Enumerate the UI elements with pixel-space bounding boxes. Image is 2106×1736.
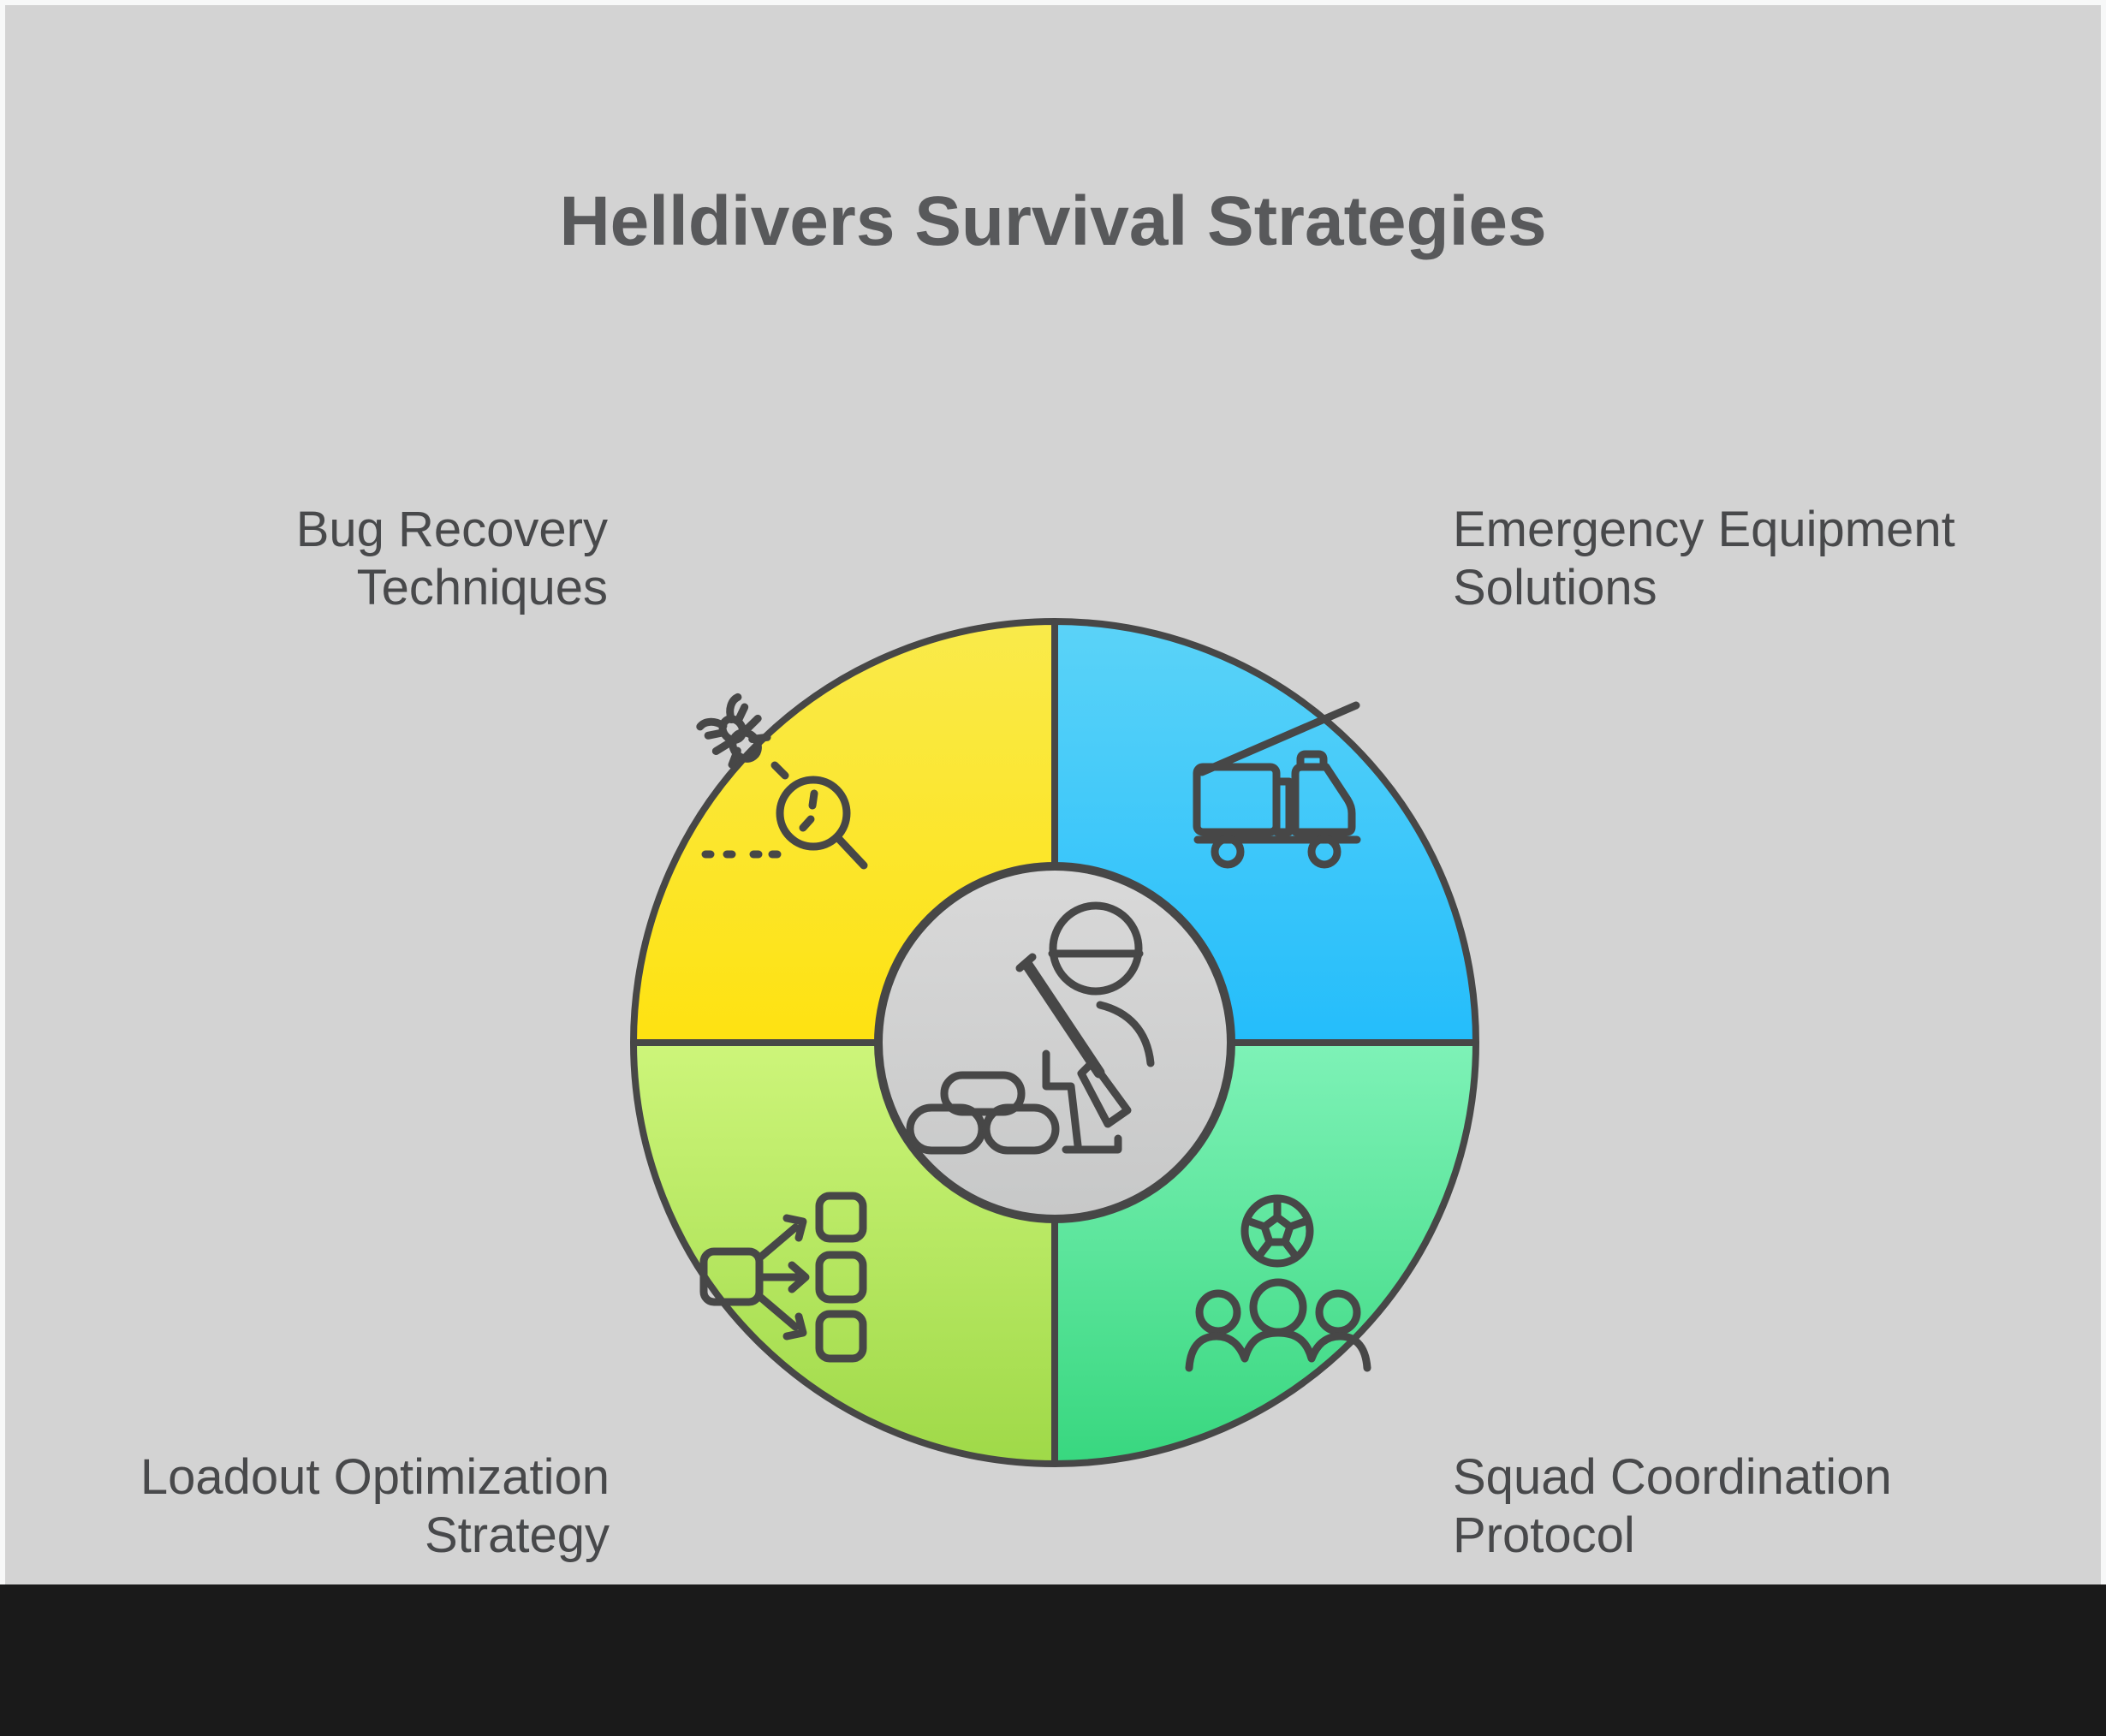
label-line: Strategy <box>425 1507 610 1563</box>
helmet <box>1049 901 1143 996</box>
soldier-back <box>1096 1001 1155 1067</box>
person-head <box>1315 1289 1361 1335</box>
child-node <box>815 1310 867 1363</box>
label-line: Protocol <box>1453 1507 1635 1563</box>
label-line: Emergency Equipment <box>1453 502 1955 557</box>
fire-truck-icon <box>1193 701 1361 869</box>
sandbag <box>906 1103 986 1155</box>
wheel <box>1211 835 1245 869</box>
label-line: Techniques <box>356 560 608 615</box>
truck-cab <box>1291 763 1356 836</box>
sandbag <box>940 1071 1026 1116</box>
label-squad-coordination-protocol: Squad Coordination Protocol <box>1453 1448 1892 1565</box>
magnifier-lens <box>776 776 851 851</box>
rifle-stock <box>1077 1058 1132 1128</box>
label-line: Bug Recovery <box>295 502 608 557</box>
child-node <box>815 1192 867 1243</box>
shoulders <box>1185 1329 1371 1372</box>
soldier-sandbags-icon <box>906 901 1155 1155</box>
rifle-muzzle <box>1015 953 1037 972</box>
person-head <box>1195 1289 1241 1335</box>
label-bug-recovery-techniques: Bug Recovery Techniques <box>296 501 608 617</box>
bug-glyph <box>696 693 771 769</box>
wheel <box>1307 835 1342 869</box>
child-node <box>815 1251 867 1304</box>
label-emergency-equipment-solutions: Emergency Equipment Solutions <box>1453 501 1955 617</box>
label-line: Solutions <box>1453 560 1657 615</box>
foot <box>1062 1134 1122 1154</box>
sandbag <box>982 1103 1060 1155</box>
ladder <box>1198 701 1360 776</box>
magnifier-handle <box>833 833 868 870</box>
page-title: Helldivers Survival Strategies <box>559 182 1547 260</box>
bug-magnifier-icon <box>696 693 868 870</box>
siren-light <box>1296 750 1328 771</box>
team-soccer-icon <box>1185 1194 1371 1372</box>
center-hub <box>874 862 1235 1223</box>
trail-dash <box>770 761 789 780</box>
flowchart-icon <box>699 1192 867 1363</box>
label-line: Loadout Optimization <box>140 1449 610 1505</box>
label-loadout-optimization-strategy: Loadout Optimization Strategy <box>140 1448 610 1565</box>
kneeling-leg <box>1042 1049 1082 1150</box>
rifle-barrel <box>1021 959 1105 1079</box>
label-line: Squad Coordination <box>1453 1449 1892 1505</box>
footer-bar <box>0 1584 2106 1736</box>
